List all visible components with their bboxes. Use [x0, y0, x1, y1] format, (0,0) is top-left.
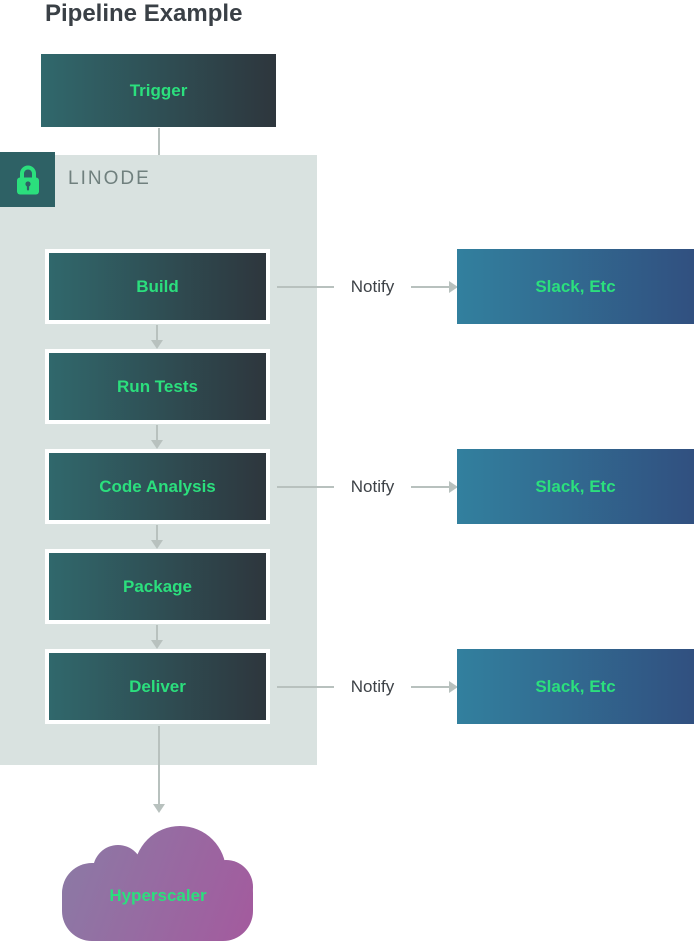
node-trigger-label: Trigger: [129, 80, 188, 100]
node-deliver: Deliver: [45, 649, 270, 724]
node-slack-label: Slack, Etc: [535, 676, 616, 696]
arrow-codeanalysis-to-package: [156, 525, 158, 540]
notify-arrow: [411, 485, 449, 488]
node-run-tests: Run Tests: [45, 349, 270, 424]
node-slack-label: Slack, Etc: [535, 476, 616, 496]
arrow-runtests-to-codeanalysis: [156, 425, 158, 440]
node-package: Package: [45, 549, 270, 624]
node-slack-label: Slack, Etc: [535, 276, 616, 296]
arrow-build-to-runtests: [156, 325, 158, 340]
lock-badge: [0, 152, 55, 207]
node-slack-deliver: Slack, Etc: [457, 649, 694, 724]
node-slack-build: Slack, Etc: [457, 249, 694, 324]
node-deliver-label: Deliver: [129, 676, 186, 696]
lock-icon: [16, 165, 39, 194]
node-build-label: Build: [136, 276, 179, 296]
arrow-deliver-to-hyperscaler: [158, 726, 160, 804]
node-package-label: Package: [123, 576, 192, 596]
page-title: Pipeline Example: [45, 0, 243, 27]
node-slack-code-analysis: Slack, Etc: [457, 449, 694, 524]
connector-line: [277, 485, 334, 488]
notify-label: Notify: [350, 476, 395, 496]
connector-line: [277, 685, 334, 688]
linode-label: LINODE: [68, 168, 151, 189]
node-code-analysis: Code Analysis: [45, 449, 270, 524]
notify-connector-build: Notify: [277, 249, 457, 324]
cloud-icon: [62, 826, 253, 941]
notify-connector-deliver: Notify: [277, 649, 457, 724]
node-hyperscaler-label: Hyperscaler: [109, 886, 207, 905]
notify-arrow: [411, 685, 449, 688]
node-code-analysis-label: Code Analysis: [99, 476, 216, 496]
notify-label: Notify: [350, 276, 395, 296]
node-run-tests-label: Run Tests: [117, 376, 198, 396]
notify-arrow: [411, 285, 449, 288]
connector-line: [277, 285, 334, 288]
notify-label: Notify: [350, 676, 395, 696]
arrow-package-to-deliver: [156, 625, 158, 640]
node-trigger: Trigger: [41, 54, 276, 127]
notify-connector-code-analysis: Notify: [277, 449, 457, 524]
node-build: Build: [45, 249, 270, 324]
